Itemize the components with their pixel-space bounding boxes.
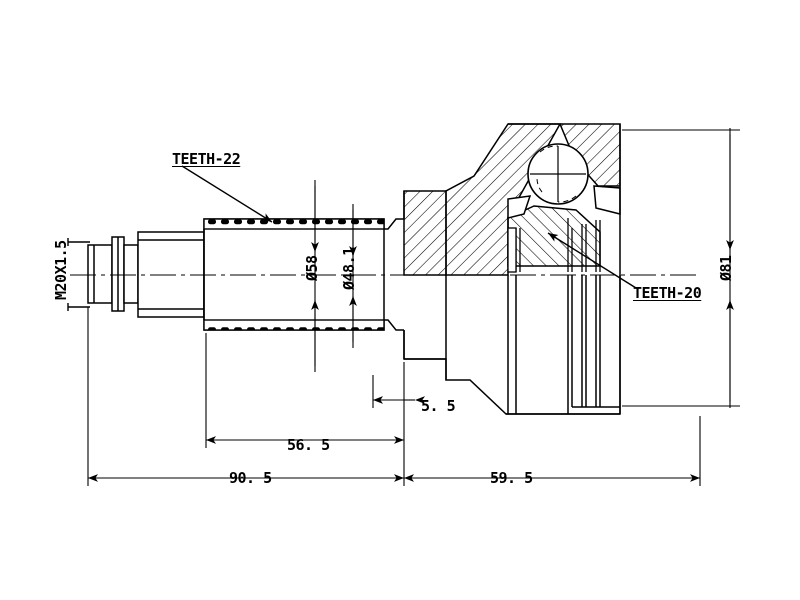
diameter-81-label: Ø81 (717, 255, 735, 281)
bearing-ball (527, 143, 589, 205)
annotation-teeth-20: TEETH-20 (633, 284, 702, 302)
dimension-90-5-label: 90. 5 (229, 469, 272, 487)
leader-teeth-22 (181, 165, 273, 223)
dimension-lines (87, 128, 740, 486)
housing-lower-outline (403, 124, 621, 415)
leader-lines (67, 165, 637, 311)
dimension-56-5-label: 56. 5 (287, 436, 330, 454)
diameter-48-1-label: Ø48.1 (340, 247, 358, 290)
threaded-stub (87, 236, 139, 312)
leader-teeth-20 (547, 232, 637, 289)
dimension-5-5-label: 5. 5 (421, 397, 456, 415)
diameter-58-label: Ø58 (303, 255, 321, 281)
annotation-thread-spec: M20X1.5 (52, 240, 70, 300)
dimension-59-5-label: 59. 5 (490, 469, 533, 487)
annotation-teeth-22: TEETH-22 (172, 150, 241, 168)
